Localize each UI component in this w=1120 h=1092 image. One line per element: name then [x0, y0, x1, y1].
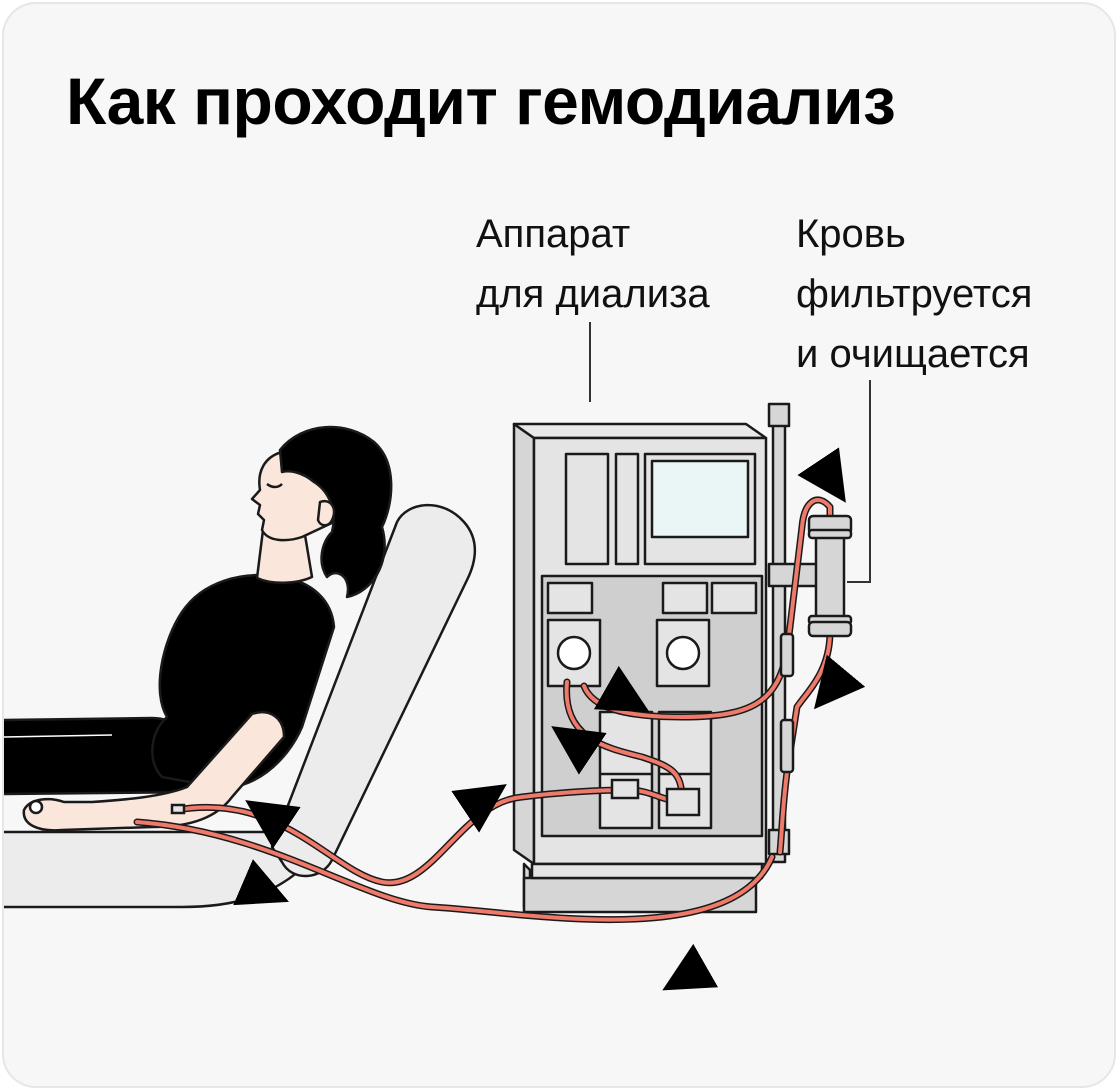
patient-hair: [278, 425, 393, 599]
ear: [316, 499, 336, 527]
flow-arrow-5: [551, 726, 607, 775]
page-title: Как проходит гемодиализ: [66, 64, 896, 138]
pole-cap: [767, 402, 791, 428]
filter-label: Кровь фильтруется и очищается: [796, 204, 1032, 384]
patient-connector: [170, 803, 186, 815]
dialyzer-filter: [807, 514, 853, 638]
machine-screen: [650, 459, 750, 539]
panel-button-1: [546, 581, 594, 615]
filter-top-ring: [807, 528, 853, 540]
tube-clips: [170, 632, 795, 817]
flow-arrow-8: [662, 943, 719, 991]
filter-cylinder: [814, 528, 846, 622]
chair-seat: [4, 830, 317, 909]
filter-label-line-1: Кровь: [796, 212, 906, 256]
closed-eye: [266, 482, 283, 489]
flow-arrows: [233, 447, 866, 991]
machine-label-line-1: Аппарат: [476, 212, 631, 256]
flow-arrow-6: [797, 447, 846, 503]
clip-upper: [779, 632, 795, 678]
filter-label-line-2: фильтруется: [796, 272, 1033, 316]
chair-backrest: [270, 503, 477, 878]
sensor-small: [610, 778, 640, 800]
filter-bottom-cap: [807, 620, 853, 638]
panel-button-2: [661, 581, 709, 615]
machine-slot-left: [564, 452, 610, 566]
patient-arm: [22, 711, 286, 832]
machine-label-line-2: для диализа: [476, 272, 710, 316]
machine-top-panel: [512, 422, 768, 440]
machine-base-top: [530, 862, 764, 880]
hemodialysis-illustration: [4, 322, 871, 991]
leader-lines: [589, 322, 871, 583]
flow-arrow-1: [245, 800, 301, 849]
flow-arrow-3: [451, 784, 507, 833]
flow-arrow-7: [813, 654, 866, 710]
machine-label: Аппарат для диализа: [476, 204, 710, 324]
chamber-left: [598, 710, 654, 830]
thumb: [28, 799, 44, 815]
panel-button-3: [710, 581, 758, 615]
clip-lower: [779, 718, 795, 774]
sensor-box: [665, 787, 701, 817]
line-to-pump: [564, 680, 684, 802]
leg-crease: [4, 734, 113, 738]
flow-arrow-4: [593, 665, 650, 713]
machine-base: [522, 876, 758, 914]
machine-slot-narrow: [614, 452, 640, 566]
pump-dial-right: [665, 635, 701, 671]
dialysis-machine: [512, 422, 768, 914]
filter-leader-line: [847, 380, 871, 583]
filter-label-line-3: и очищается: [796, 332, 1030, 376]
flow-arrow-2: [233, 859, 289, 906]
patient: [4, 425, 393, 832]
pump-dial-left: [556, 635, 592, 671]
